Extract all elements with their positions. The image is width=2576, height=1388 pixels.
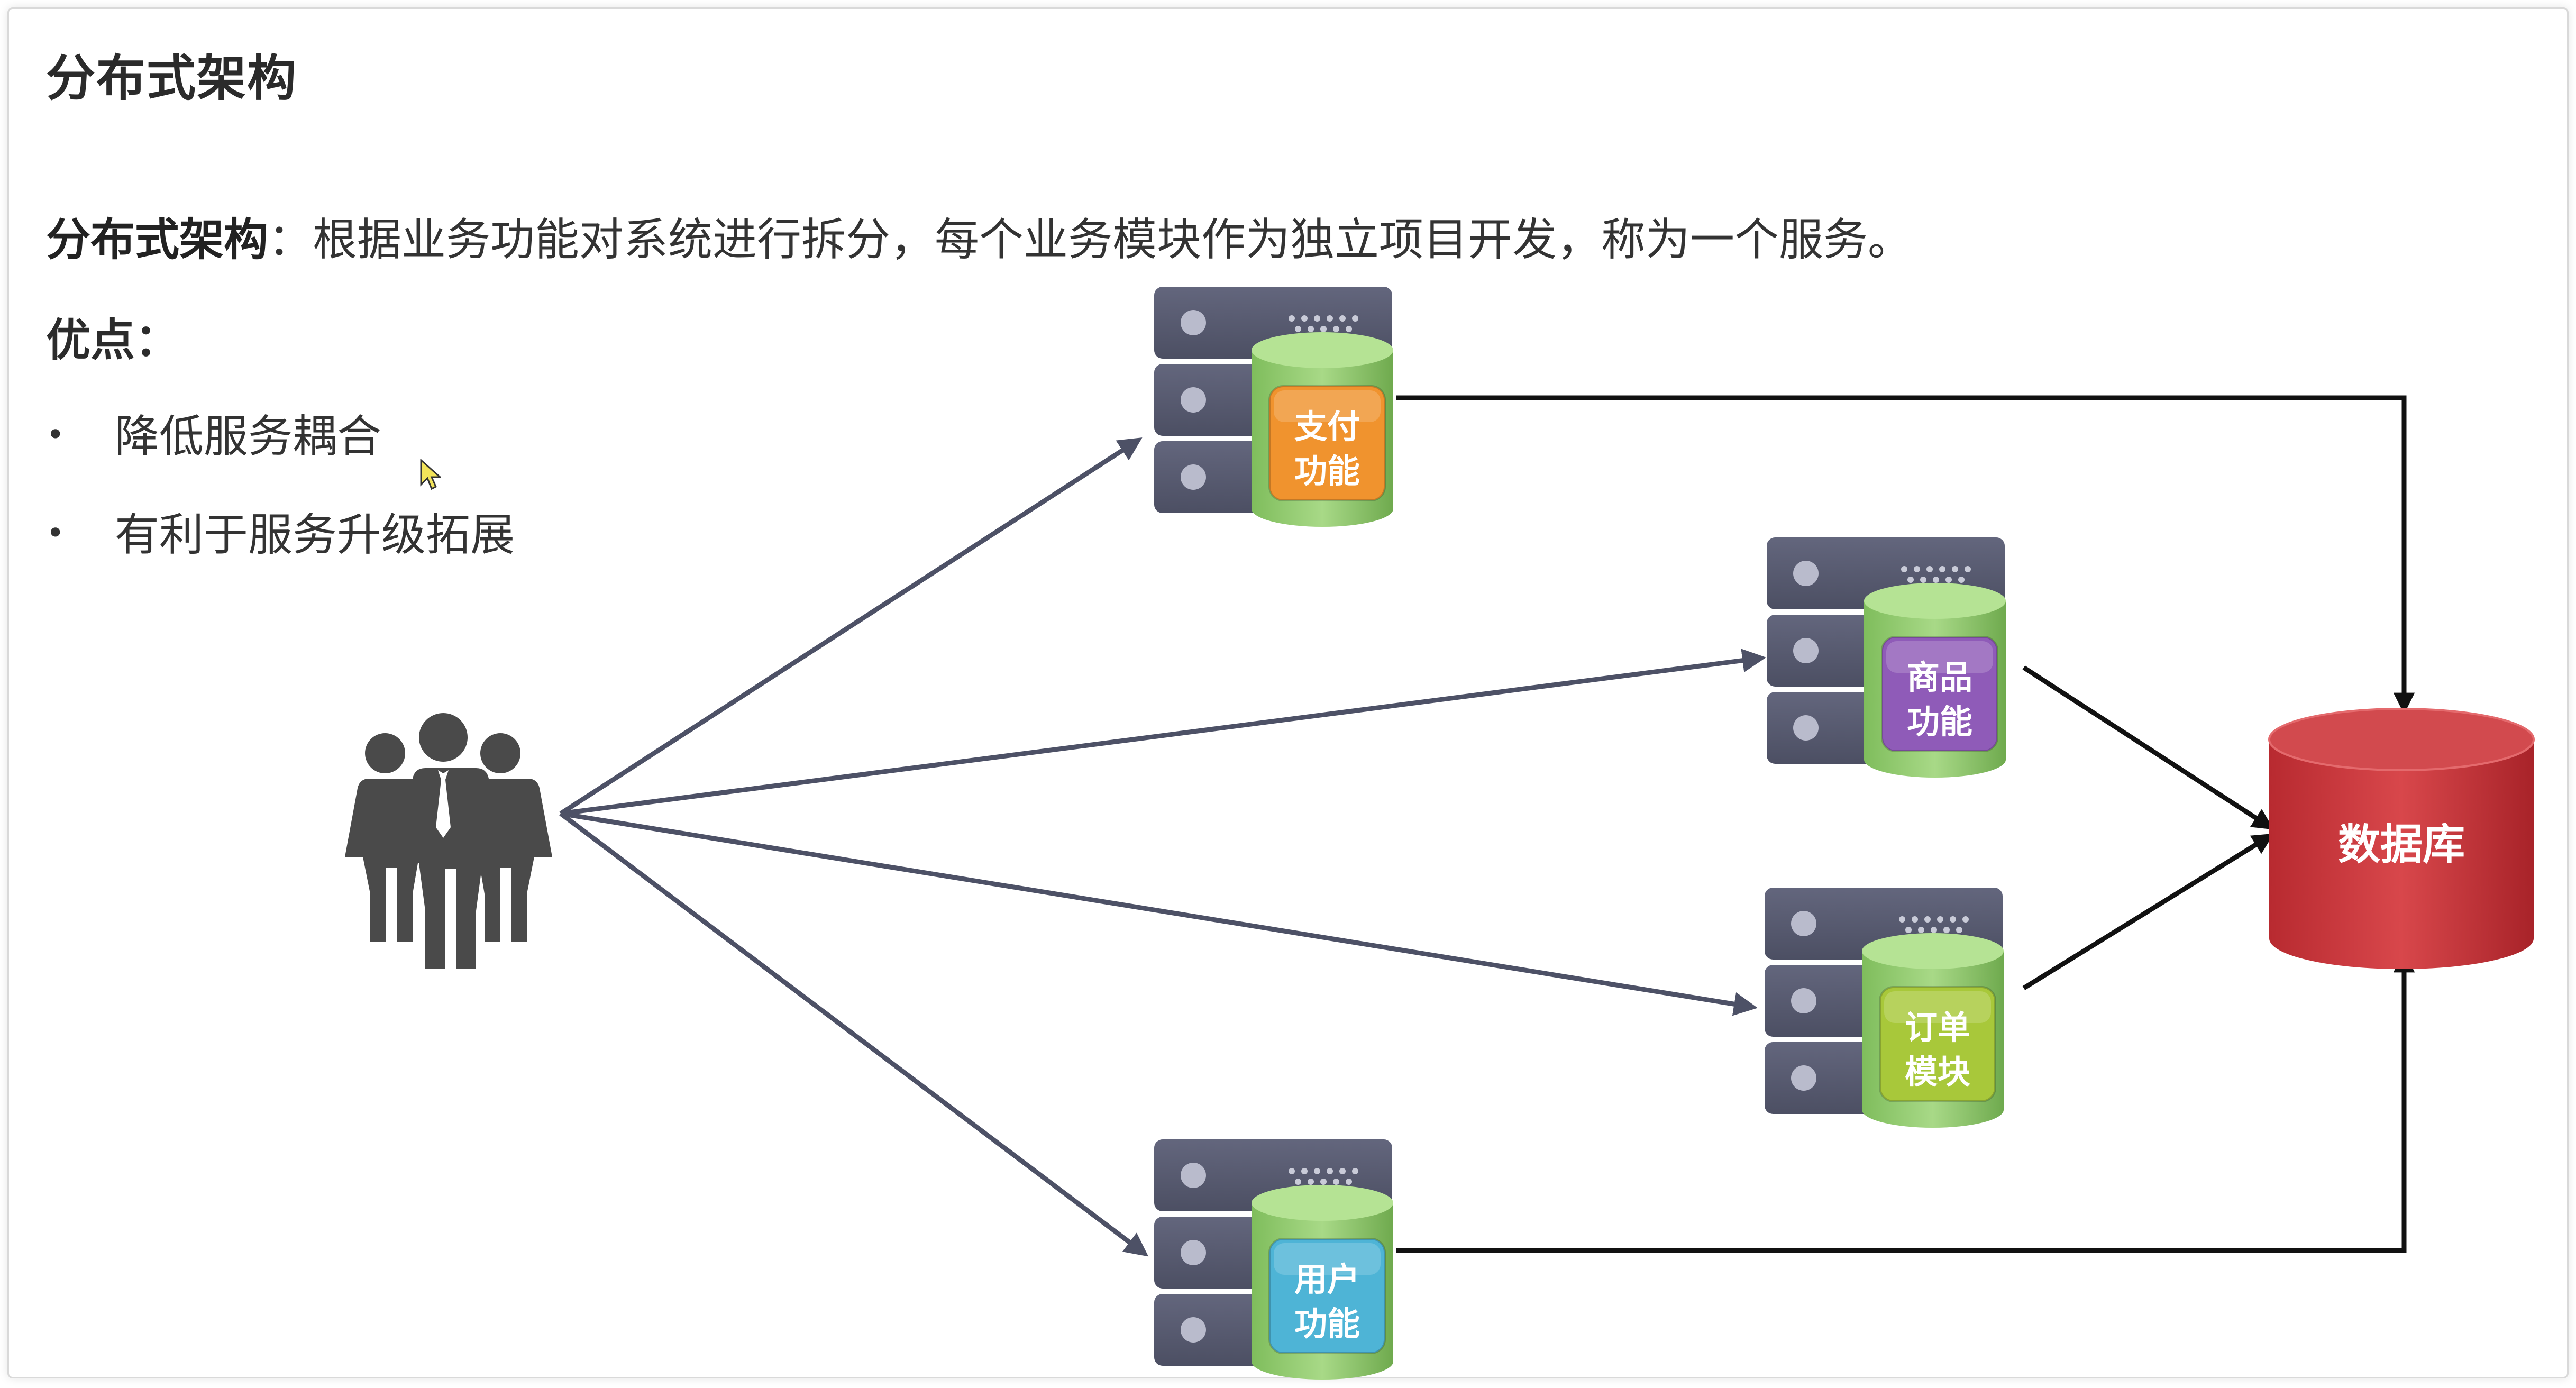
service-label-line1: 商品 xyxy=(1907,658,1972,697)
service-label-line1: 支付 xyxy=(1294,407,1360,446)
description-sep: ： xyxy=(268,214,313,266)
mouse-cursor-icon xyxy=(420,459,441,490)
database-label: 数据库 xyxy=(2338,820,2465,869)
advantage-text-1: 降低服务耦合 xyxy=(115,410,382,462)
advantage-text-2: 有利于服务升级拓展 xyxy=(115,509,515,561)
service-label-line1: 用户 xyxy=(1294,1260,1360,1299)
arrow-order-to-db xyxy=(2022,833,2274,990)
arrow-to-payment xyxy=(559,437,1143,816)
arrow-to-order xyxy=(560,811,1758,1016)
arrow-to-product xyxy=(560,649,1766,816)
service-label-line2: 模块 xyxy=(1905,1053,1970,1091)
arrow-payment-to-db xyxy=(1396,395,2415,715)
description-term: 分布式架构 xyxy=(46,214,269,266)
arrow-product-to-db xyxy=(2022,665,2274,830)
description: 分布式架构：根据业务功能对系统进行拆分，每个业务模块作为独立项目开发，称为一个服… xyxy=(46,204,1912,268)
page-title: 分布式架构 xyxy=(46,50,297,107)
service-label-line2: 功能 xyxy=(1294,1304,1360,1343)
database-arrows xyxy=(1396,395,2415,1253)
service-label-line1: 订单 xyxy=(1905,1008,1970,1047)
users-group-icon xyxy=(345,713,552,969)
advantages-heading: 优点： xyxy=(46,314,180,366)
user-request-arrows xyxy=(559,437,1766,1257)
description-body: 根据业务功能对系统进行拆分，每个业务模块作为独立项目开发，称为一个服务。 xyxy=(313,214,1913,266)
service-label-line2: 功能 xyxy=(1294,452,1360,490)
service-label-line2: 功能 xyxy=(1907,702,1972,741)
advantage-item-2: 有利于服务升级拓展 xyxy=(46,499,515,563)
advantage-item-1: 降低服务耦合 xyxy=(46,401,381,465)
arrow-to-user xyxy=(559,811,1149,1257)
arrow-user-to-db xyxy=(1396,951,2415,1253)
database-icon: 数据库 xyxy=(2268,708,2535,969)
